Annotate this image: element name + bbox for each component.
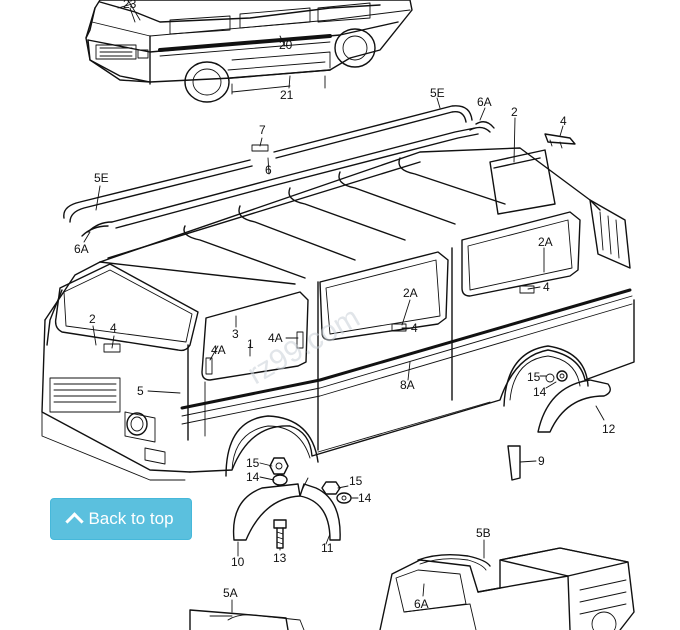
callout-4-rear: 4 xyxy=(543,280,550,294)
bottom-pickup-illustration xyxy=(379,547,635,630)
callout-14-front: 14 xyxy=(246,470,260,484)
callout-4-front: 4 xyxy=(110,321,117,335)
callout-2A-rear: 2A xyxy=(538,235,553,249)
callout-14-mid: 14 xyxy=(358,491,372,505)
callout-2A-mid: 2A xyxy=(403,286,418,300)
callout-3: 3 xyxy=(232,327,239,341)
callout-15-mid: 15 xyxy=(349,474,363,488)
top-van-illustration xyxy=(85,0,413,103)
callout-20: 20 xyxy=(279,38,293,52)
callout-5E-top: 5E xyxy=(430,86,445,100)
callout-14-rear: 14 xyxy=(533,385,547,399)
callout-8A: 8A xyxy=(400,378,415,392)
callout-7: 7 xyxy=(259,123,266,137)
watermark-text: rz99.com xyxy=(242,301,365,391)
bottom-left-van-fragment xyxy=(189,609,305,630)
callout-11: 11 xyxy=(321,541,334,555)
callout-2-top: 2 xyxy=(511,105,518,119)
callout-23: 23 xyxy=(123,0,137,11)
callout-10: 10 xyxy=(231,555,245,569)
callout-5: 5 xyxy=(137,384,144,398)
callout-6A-top: 6A xyxy=(477,95,492,109)
callout-5B: 5B xyxy=(476,526,491,540)
main-van-illustration xyxy=(41,133,635,481)
callout-6: 6 xyxy=(265,163,272,177)
back-to-top-label: Back to top xyxy=(88,509,174,528)
callout-4-mid: 4 xyxy=(411,321,418,335)
callout-6A-bottom: 6A xyxy=(414,597,429,611)
callout-4A-b: 4A xyxy=(211,343,226,357)
callout-4A-a: 4A xyxy=(268,331,283,345)
back-to-top-button[interactable]: Back to top xyxy=(50,498,192,540)
roof-trim-strips xyxy=(63,105,495,237)
callout-6A-left: 6A xyxy=(74,242,89,256)
callout-15-rear: 15 xyxy=(527,370,541,384)
callout-1: 1 xyxy=(247,337,254,351)
callout-2-front: 2 xyxy=(89,312,96,326)
callout-5E-left: 5E xyxy=(94,171,109,185)
callout-21: 21 xyxy=(280,88,294,102)
chevron-up-icon xyxy=(65,512,85,531)
callout-15-front: 15 xyxy=(246,456,260,470)
callout-9: 9 xyxy=(538,454,545,468)
callout-12: 12 xyxy=(602,422,616,436)
callout-5A: 5A xyxy=(223,586,238,600)
callout-13: 13 xyxy=(273,551,287,565)
leader-lines xyxy=(83,97,605,613)
callout-4-top: 4 xyxy=(560,114,567,128)
callout-labels: 23 20 21 5E 6A 2 4 7 6 5E 6A 2A 4 2A 4 2… xyxy=(74,0,616,611)
